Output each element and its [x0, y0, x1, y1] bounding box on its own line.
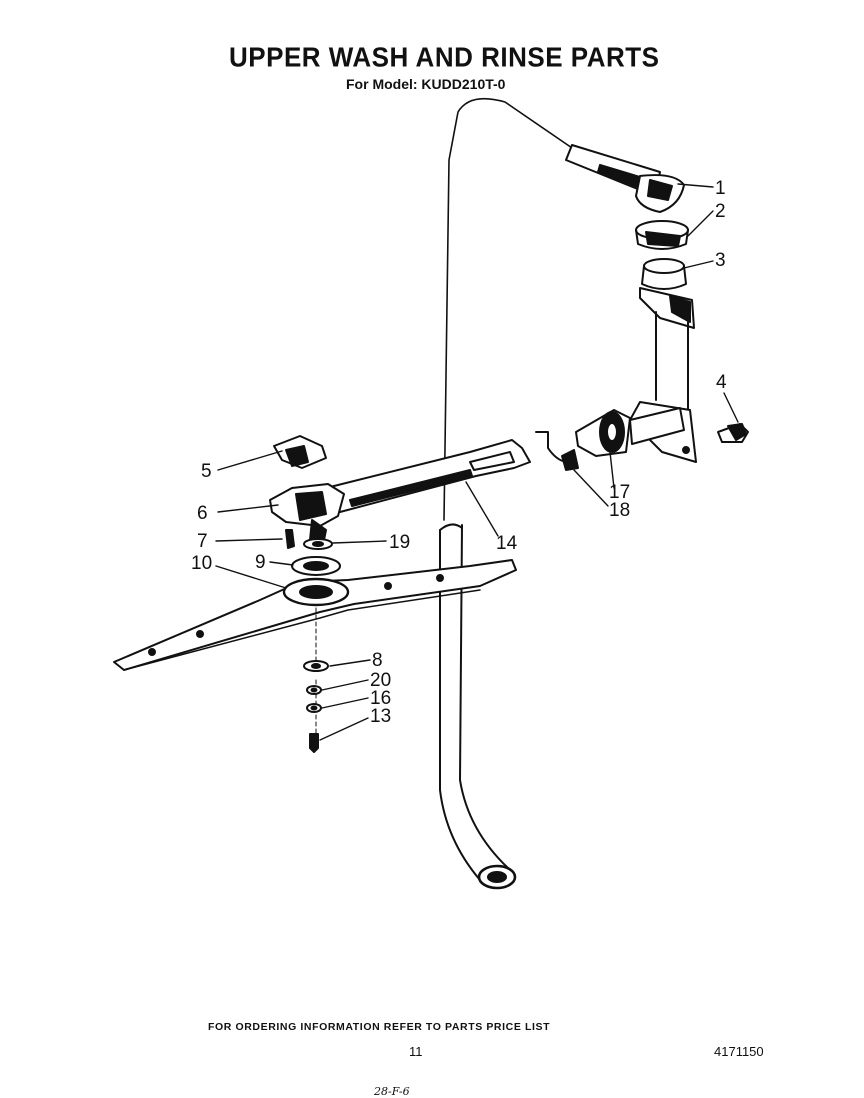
callout-7: 7: [197, 531, 208, 552]
leader-lines: [215, 183, 739, 741]
callout-5: 5: [201, 461, 212, 482]
model-subtitle: For Model: KUDD210T-0: [346, 76, 506, 92]
callout-19: 19: [389, 532, 410, 553]
part-16-washer: [306, 703, 322, 713]
part-1-tube: [565, 144, 685, 213]
document-number: 4171150: [714, 1044, 764, 1059]
handwritten-note: 28-F-6: [374, 1085, 410, 1098]
callout-17: 17: [609, 482, 630, 503]
callout-13: 13: [370, 706, 391, 727]
part-7-screw: [285, 529, 295, 549]
callout-18: 18: [609, 500, 630, 521]
callout-16: 16: [370, 688, 391, 709]
callout-3: 3: [715, 250, 726, 271]
part-10-spray-arm: [113, 559, 517, 671]
part-17-18-valve: [535, 407, 685, 471]
callout-8: 8: [372, 650, 383, 671]
part-14-conduit: [325, 439, 531, 513]
callout-4: 4: [716, 372, 727, 393]
part-20-washer: [306, 685, 322, 695]
callout-10: 10: [191, 553, 212, 574]
callout-20: 20: [370, 670, 391, 691]
callout-labels: 1 2 3 4 5 6 7 19 9 10 14 17 18 8 20 16 1…: [191, 178, 727, 727]
part-6-housing: [269, 483, 345, 541]
callout-6: 6: [197, 503, 208, 524]
page-number: 11: [409, 1044, 423, 1059]
callout-2: 2: [715, 201, 726, 222]
ordering-note: FOR ORDERING INFORMATION REFER TO PARTS …: [208, 1021, 551, 1033]
callout-9: 9: [255, 552, 266, 573]
part-9-bearing: [291, 556, 341, 576]
part-5-clip: [273, 435, 327, 469]
part-2-nut: [635, 220, 689, 250]
part-8-washer: [303, 660, 329, 672]
callout-1: 1: [715, 178, 726, 199]
part-4-fitting: [717, 423, 749, 443]
part-13-screw: [309, 733, 319, 753]
part-19-washer: [303, 538, 333, 550]
supply-tube: [439, 97, 576, 890]
page-title: UPPER WASH AND RINSE PARTS: [229, 41, 660, 73]
callout-14: 14: [496, 533, 518, 554]
